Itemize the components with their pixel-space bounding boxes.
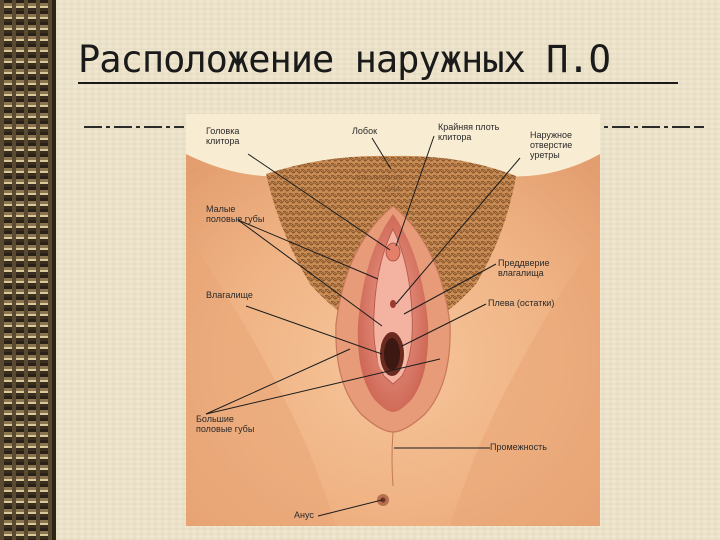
label-glans-clitoris: Головка клитора xyxy=(206,126,239,146)
binding-strip xyxy=(4,0,12,540)
label-anus: Анус xyxy=(294,510,314,520)
slide-title: Расположение наружных П.О xyxy=(78,38,678,81)
binding-edge xyxy=(52,0,56,540)
binding-strip xyxy=(28,0,36,540)
label-perineum: Промежность xyxy=(490,442,547,452)
label-prepuce: Крайняя плоть клитора xyxy=(438,122,499,142)
label-labia-majora: Большие половые губы xyxy=(196,414,254,434)
title-underline xyxy=(78,82,678,84)
label-urethral-opening: Наружное отверстие уретры xyxy=(530,130,572,160)
anatomy-drawing: amc.nemour 2004 xyxy=(186,114,600,526)
spiral-binding xyxy=(0,0,56,540)
label-pubis: Лобок xyxy=(352,126,377,136)
binding-strip xyxy=(16,0,24,540)
watermark-text: amc.nemour xyxy=(354,172,404,183)
decorative-dash-rule-right xyxy=(604,126,704,129)
label-hymen: Плева (остатки) xyxy=(488,298,554,308)
anatomy-illustration: amc.nemour 2004 Головка клитора Лобок Кр… xyxy=(186,114,600,526)
watermark-year: 2004 xyxy=(382,184,401,194)
decorative-dash-rule-left xyxy=(84,126,184,129)
label-vagina: Влагалище xyxy=(206,290,253,300)
label-vestibule: Преддверие влагалища xyxy=(498,258,550,278)
label-labia-minora: Малые половые губы xyxy=(206,204,264,224)
binding-strip xyxy=(40,0,48,540)
